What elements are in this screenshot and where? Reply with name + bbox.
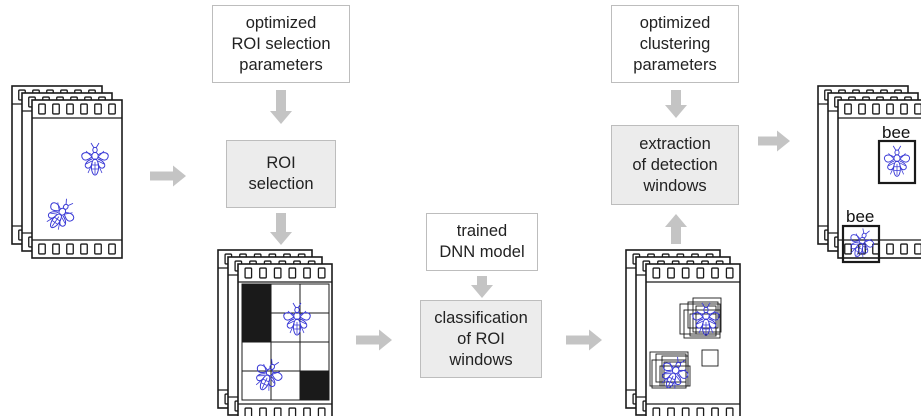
- grid-cell: [270, 341, 301, 372]
- clustering-parameters-line-2: clustering: [639, 34, 711, 53]
- grid-cell: [270, 283, 301, 314]
- grid-cell: [270, 370, 301, 401]
- arrow-down-icon: [270, 90, 292, 124]
- extraction-line-2: of detection: [632, 155, 718, 174]
- clustering-parameters-line-1: optimized: [639, 13, 711, 32]
- grid-cell: [270, 312, 301, 343]
- grid-cell: [241, 283, 272, 314]
- roi-selection-line-2: selection: [248, 175, 314, 193]
- extraction-box: extraction of detection windows: [611, 125, 739, 205]
- roi-parameters-line-1: optimized: [245, 13, 317, 32]
- roi-parameters-box: optimized ROI selection parameters: [212, 5, 350, 83]
- candidate-frame-front: [645, 263, 741, 416]
- trained-model-box: trained DNN model: [426, 213, 538, 271]
- classification-box: classification of ROI windows: [420, 300, 542, 378]
- trained-model-line-1: trained: [456, 222, 508, 240]
- grid-cell: [299, 283, 330, 314]
- grid-cell: [241, 312, 272, 343]
- grid-cell: [299, 312, 330, 343]
- arrow-up-icon: [665, 214, 687, 244]
- grid-cell: [299, 341, 330, 372]
- classification-line-1: classification: [434, 308, 528, 327]
- trained-model-line-2: DNN model: [439, 243, 525, 261]
- grid-cell: [241, 341, 272, 372]
- arrow-right-icon: [150, 165, 186, 187]
- clustering-parameters-box: optimized clustering parameters: [611, 5, 739, 83]
- candidate-window: [701, 349, 719, 367]
- clustering-parameters-line-3: parameters: [633, 55, 717, 74]
- arrow-down-icon: [665, 90, 687, 118]
- film-frames-layer: [11, 85, 921, 416]
- grid-cell: [299, 370, 330, 401]
- roi-parameters-line-2: ROI selection: [231, 34, 331, 53]
- classification-line-2: of ROI: [457, 329, 505, 348]
- arrow-right-icon: [758, 130, 790, 152]
- roi-grid-frame-front: [237, 263, 333, 416]
- arrow-right-icon: [356, 329, 392, 351]
- extraction-line-3: windows: [643, 176, 707, 195]
- roi-selection-line-1: ROI: [266, 154, 296, 172]
- bee-label-bottom: bee: [846, 207, 875, 226]
- extraction-line-1: extraction: [639, 134, 711, 153]
- candidate-window: [687, 301, 719, 329]
- classification-line-3: windows: [449, 350, 513, 369]
- arrow-down-icon: [270, 213, 292, 245]
- arrow-right-icon: [566, 329, 602, 351]
- detection-box: [877, 139, 917, 185]
- roi-parameters-line-3: parameters: [239, 55, 323, 74]
- arrows-layer: [150, 90, 790, 351]
- detection-box: [841, 224, 881, 264]
- bee-label-top: bee: [882, 123, 911, 142]
- arrow-down-icon: [471, 276, 493, 298]
- output-frame-front: [837, 99, 921, 264]
- roi-selection-box: ROI selection: [226, 140, 336, 208]
- input-frame-front: [31, 99, 123, 259]
